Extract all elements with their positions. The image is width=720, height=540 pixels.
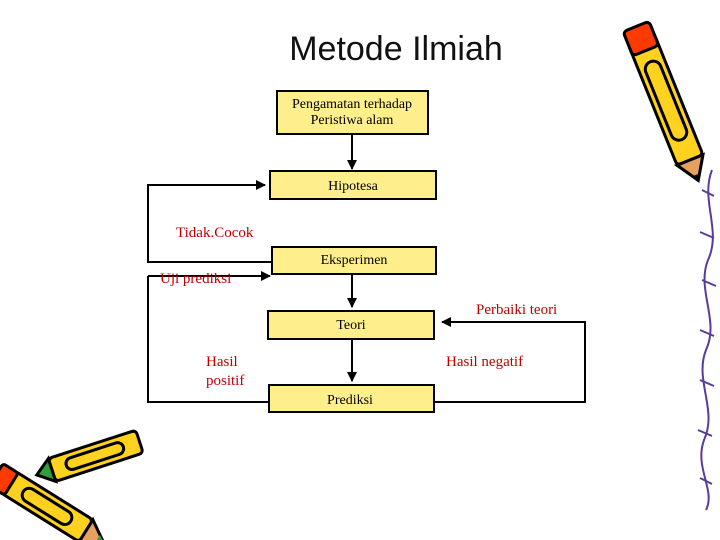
label-negative-result: Hasil negatif — [446, 354, 523, 370]
page-title: Metode Ilmiah — [289, 30, 503, 68]
box-prediction: Prediksi — [268, 384, 435, 413]
box-experiment-label: Eksperimen — [321, 253, 388, 268]
label-not-match: Tidak.Cocok — [176, 225, 254, 241]
loop-not-match — [147, 180, 272, 263]
box-observation-line2: Peristiwa alam — [311, 113, 394, 128]
box-observation-line1: Pengamatan terhadap — [292, 97, 412, 112]
box-theory-label: Teori — [336, 318, 365, 333]
label-positive-result-line2: positif — [206, 373, 244, 389]
box-observation: Pengamatan terhadap Peristiwa alam — [276, 90, 429, 135]
label-positive-result-line1: Hasil — [206, 354, 238, 370]
loop-positive-result — [147, 276, 269, 403]
box-theory: Teori — [267, 310, 435, 340]
box-hypothesis: Hipotesa — [269, 170, 437, 200]
label-fix-theory: Perbaiki teori — [476, 302, 557, 318]
box-prediction-label: Prediksi — [327, 393, 373, 408]
box-hypothesis-label: Hipotesa — [328, 179, 379, 194]
loop-negative-result — [434, 317, 586, 403]
connectors — [147, 134, 586, 403]
pencils-bottom-left-icon — [0, 429, 144, 540]
pencil-top-right-icon — [622, 20, 705, 183]
squiggle-right-edge-icon — [697, 169, 717, 511]
box-experiment: Eksperimen — [271, 246, 437, 275]
label-test-prediction: Uji prediksi — [160, 271, 231, 287]
